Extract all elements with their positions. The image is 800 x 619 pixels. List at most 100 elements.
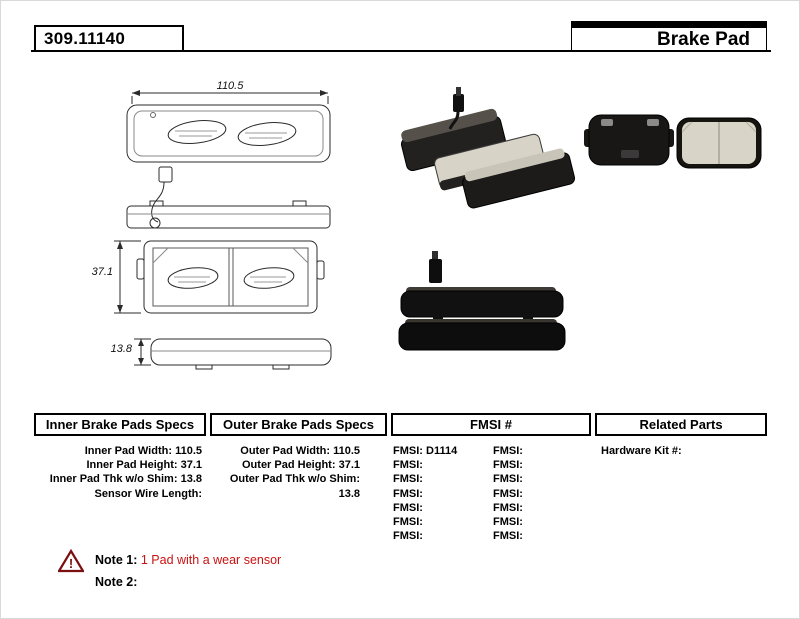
outer-specs-header-label: Outer Brake Pads Specs (222, 417, 375, 432)
related-parts-column: Hardware Kit #: (601, 444, 766, 458)
part-number-box: 309.11140 (34, 25, 184, 52)
fmsi-cell: FMSI: (393, 501, 493, 515)
fmsi-cell: FMSI: (393, 487, 493, 501)
note-1-text: 1 Pad with a wear sensor (140, 553, 282, 567)
spec-label: Inner Pad Width: (84, 445, 173, 457)
fmsi-label: FMSI: (393, 516, 423, 529)
fmsi-label: FMSI: (393, 501, 423, 514)
outer-specs-header: Outer Brake Pads Specs (210, 413, 387, 436)
fmsi-row: FMSI: FMSI: (393, 487, 593, 501)
spec-row: Hardware Kit #: (601, 444, 766, 458)
fmsi-cell: FMSI: (493, 501, 593, 515)
spec-label: Outer Pad Width: (240, 445, 331, 457)
spec-row: Inner Pad Width: 110.5 (34, 444, 202, 458)
fmsi-row: FMSI: FMSI: (393, 501, 593, 515)
fmsi-label: FMSI: (393, 445, 423, 457)
product-title: Brake Pad (657, 28, 750, 50)
fmsi-label: FMSI: (393, 487, 423, 500)
inner-specs-header: Inner Brake Pads Specs (34, 413, 206, 436)
svg-text:!: ! (69, 556, 73, 571)
fmsi-cell: FMSI: (493, 529, 593, 543)
photo-pads-edge (398, 251, 566, 351)
note-1-label: Note 1: (95, 553, 138, 567)
spec-value: 110.5 (175, 445, 202, 457)
fmsi-label: FMSI: (493, 501, 523, 514)
note-2-label: Note 2: (95, 575, 138, 589)
wear-sensor-drawing (149, 166, 173, 229)
product-title-box: Brake Pad (571, 21, 767, 52)
spec-row: Outer Pad Thk w/o Shim: 13.8 (210, 472, 360, 500)
spec-value: 37.1 (338, 459, 360, 472)
note-2: Note 2: (95, 575, 137, 589)
fmsi-label: FMSI: (393, 530, 423, 543)
fmsi-cell: FMSI: (393, 515, 493, 529)
inner-specs-column: Inner Pad Width: 110.5 Inner Pad Height:… (34, 444, 202, 501)
fmsi-label: FMSI: (493, 473, 523, 486)
warning-icon: ! (58, 549, 84, 573)
spec-value: 13.8 (180, 473, 202, 486)
fmsi-cell: FMSI: (393, 529, 493, 543)
fmsi-row: FMSI: FMSI: (393, 472, 593, 486)
inner-specs-header-label: Inner Brake Pads Specs (45, 417, 195, 432)
fmsi-label: FMSI: (393, 473, 423, 486)
spec-label: Hardware Kit #: (601, 445, 682, 457)
header-divider (31, 50, 771, 52)
spec-row: Inner Pad Height: 37.1 (34, 458, 202, 472)
fmsi-label: FMSI: (493, 530, 523, 543)
fmsi-label: FMSI: (393, 459, 423, 472)
spec-row: Sensor Wire Length: (34, 487, 202, 501)
technical-drawing: 110.5 (92, 80, 332, 370)
fmsi-label: FMSI: (493, 445, 523, 457)
pad-bottom-view (150, 338, 332, 370)
fmsi-cell: FMSI: (393, 472, 493, 486)
outer-specs-column: Outer Pad Width: 110.5 Outer Pad Height:… (210, 444, 360, 501)
spec-row: Inner Pad Thk w/o Shim: 13.8 (34, 472, 202, 486)
spec-label: Outer Pad Thk w/o Shim: (229, 473, 360, 486)
fmsi-value: D1114 (426, 445, 458, 457)
fmsi-label: FMSI: (493, 487, 523, 500)
spec-value: 110.5 (333, 445, 360, 457)
fmsi-row: FMSI: D1114 FMSI: (393, 444, 593, 458)
note-1: Note 1: 1 Pad with a wear sensor (95, 553, 281, 567)
dim-height-label: 37.1 (92, 266, 113, 278)
part-number: 309.11140 (44, 28, 126, 48)
pad-front-view (136, 240, 325, 314)
fmsi-row: FMSI: FMSI: (393, 529, 593, 543)
fmsi-header: FMSI # (391, 413, 591, 436)
dim-width-label: 110.5 (217, 80, 245, 92)
wear-sensor-edge (429, 251, 442, 283)
wear-sensor-photo (448, 87, 464, 130)
pad-plan-view (126, 104, 331, 163)
fmsi-cell: FMSI: (493, 458, 593, 472)
spec-label: Inner Pad Thk w/o Shim: (49, 473, 178, 486)
related-parts-header-label: Related Parts (639, 417, 723, 432)
pad-edge-view (126, 200, 331, 229)
spec-row: Outer Pad Height: 37.1 (210, 458, 360, 472)
fmsi-label: FMSI: (493, 459, 523, 472)
fmsi-cell: FMSI: D1114 (393, 444, 493, 458)
spec-label: Sensor Wire Length: (94, 487, 202, 500)
spec-value: 13.8 (338, 487, 360, 500)
photo-pad-set-angled (400, 87, 576, 209)
fmsi-cell: FMSI: (493, 444, 593, 458)
dim-thickness-label: 13.8 (111, 343, 133, 355)
fmsi-row: FMSI: FMSI: (393, 515, 593, 529)
fmsi-cell: FMSI: (493, 487, 593, 501)
spec-label: Inner Pad Height: (86, 459, 178, 472)
drawing-and-photos: 110.5 (92, 80, 762, 370)
fmsi-cell: FMSI: (393, 458, 493, 472)
pad-back-side (584, 114, 674, 166)
photo-pad-pair (584, 114, 762, 169)
fmsi-column: FMSI: D1114 FMSI: FMSI: FMSI: FMSI: FMSI… (393, 444, 593, 543)
related-parts-header: Related Parts (595, 413, 767, 436)
spec-label: Outer Pad Height: (242, 459, 336, 472)
dim-thickness: 13.8 (111, 338, 151, 366)
dim-height: 37.1 (92, 240, 141, 314)
spec-row: Outer Pad Width: 110.5 (210, 444, 360, 458)
spec-value: 37.1 (180, 459, 202, 472)
fmsi-cell: FMSI: (493, 472, 593, 486)
fmsi-cell: FMSI: (493, 515, 593, 529)
fmsi-label: FMSI: (493, 516, 523, 529)
fmsi-header-label: FMSI # (470, 417, 512, 432)
